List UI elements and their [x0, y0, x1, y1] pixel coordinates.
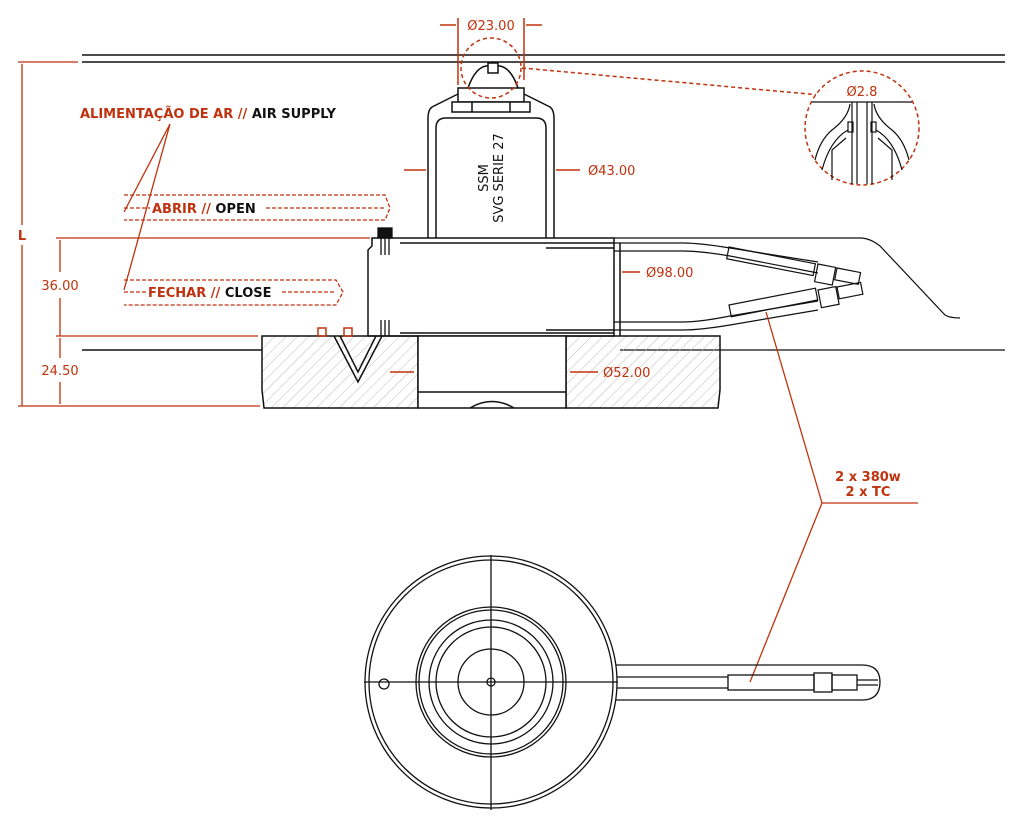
manifold-top-plate [82, 54, 1005, 63]
open-label: ABRIR // OPEN [152, 202, 256, 217]
heater-body [367, 237, 621, 337]
heater-callout-leader [749, 311, 918, 683]
dim-23-label: Ø23.00 [467, 19, 514, 34]
air-fittings [377, 227, 393, 336]
dim-36-label: 36.00 [41, 279, 78, 294]
dim-43-label: Ø43.00 [588, 164, 635, 179]
dim-23 [440, 18, 821, 99]
air-supply-leaders [123, 123, 171, 291]
heater-spec-line2: 2 x TC [846, 485, 891, 500]
nozzle-label-series: SVG SERIE 27 [492, 133, 507, 223]
detail-dim-label: Ø2.8 [847, 85, 878, 100]
nozzle-head [427, 62, 555, 238]
open-line [124, 194, 391, 221]
dim-L-label: L [18, 229, 26, 244]
mounting-plate [82, 327, 721, 409]
heater-spec-line1: 2 x 380w [835, 470, 901, 485]
nozzle-label-ssm: SSM [477, 164, 492, 192]
height-dimensions [18, 61, 370, 407]
dim-52-label: Ø52.00 [603, 366, 650, 381]
dim-98-label: Ø98.00 [646, 266, 693, 281]
air-supply-label: ALIMENTAÇÃO DE AR // AIR SUPPLY [80, 106, 336, 122]
detail-view [804, 70, 920, 186]
heater-cables [614, 237, 1005, 351]
dim-24-label: 24.50 [41, 364, 78, 379]
close-line [124, 279, 344, 306]
top-view [364, 555, 881, 810]
close-label: FECHAR // CLOSE [148, 286, 271, 301]
